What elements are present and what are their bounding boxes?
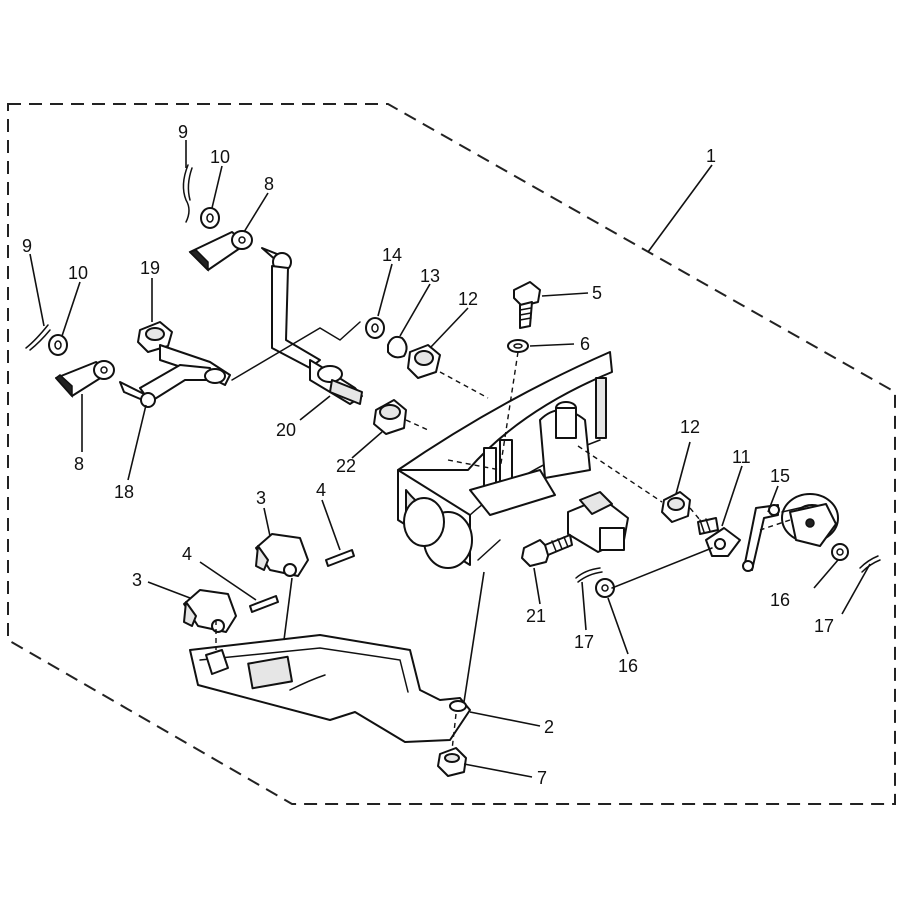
callout-9a: 9 (178, 122, 188, 142)
callout-4b: 4 (182, 544, 192, 564)
washer-upper (200, 207, 220, 229)
callout-18: 18 (114, 482, 134, 502)
lever-arm-15 (742, 504, 780, 572)
pin-4-lower (249, 595, 279, 613)
callout-21: 21 (526, 606, 546, 626)
callout-4a: 4 (316, 480, 326, 500)
collar-22 (373, 399, 407, 435)
callout-11: 11 (732, 447, 751, 467)
callout-16a: 16 (770, 590, 790, 610)
callout-12b: 12 (680, 417, 700, 437)
callout-19: 19 (140, 258, 160, 278)
throttle-cam-assembly (781, 493, 839, 547)
callout-labels: 1 2 3 3 4 4 5 6 7 8 8 9 9 10 10 11 12 12… (22, 122, 834, 788)
bushing-19 (137, 321, 173, 353)
washer-16-right (831, 543, 849, 561)
callout-10b: 10 (68, 263, 88, 283)
rod-end-joint-left (54, 360, 115, 398)
cable-holder-upper (255, 533, 309, 577)
callout-8b: 8 (74, 454, 84, 474)
callout-15: 15 (770, 466, 790, 486)
callout-14: 14 (382, 245, 402, 265)
mounting-plate-2 (189, 634, 471, 743)
bolt-21 (521, 534, 573, 567)
callout-2: 2 (544, 717, 554, 737)
cotter-pin-17-right (859, 555, 881, 573)
crank-lever-20 (261, 247, 363, 405)
callout-6: 6 (580, 334, 590, 354)
nut-7 (437, 747, 467, 777)
cotter-pin-upper (182, 164, 193, 223)
washer-14 (365, 317, 385, 339)
callout-7: 7 (537, 768, 547, 788)
link-18-20 (231, 321, 361, 381)
callout-16b: 16 (618, 656, 638, 676)
washer-6 (507, 339, 529, 353)
pivot-lever-11 (697, 517, 741, 557)
housing-body (397, 351, 613, 569)
callout-20: 20 (276, 420, 296, 440)
leader-lines (29, 140, 871, 778)
bolt-5 (513, 281, 541, 329)
callout-1: 1 (706, 146, 716, 166)
callout-9b: 9 (22, 236, 32, 256)
cotter-pin-left (25, 324, 51, 351)
pin-4-upper (325, 549, 355, 567)
control-bracket (567, 491, 629, 553)
bushing-12-right (661, 491, 691, 523)
callout-17a: 17 (574, 632, 594, 652)
assembly-lines (215, 351, 791, 751)
cotter-pin-17-left (575, 567, 603, 583)
link-rod-16-11 (611, 547, 713, 589)
crank-lever-18 (119, 344, 231, 408)
callout-17b: 17 (814, 616, 834, 636)
cable-holder-lower (183, 589, 237, 633)
callout-3a: 3 (256, 488, 266, 508)
callout-13: 13 (420, 266, 440, 286)
callout-12a: 12 (458, 289, 478, 309)
washer-left (48, 334, 68, 356)
callout-22: 22 (336, 456, 356, 476)
bushing-12-upper (407, 344, 441, 379)
lock-washer-13 (387, 335, 408, 359)
callout-3b: 3 (132, 570, 142, 590)
callout-5: 5 (592, 283, 602, 303)
rod-end-joint-upper (188, 230, 253, 272)
assembly-boundary (7, 103, 896, 805)
callout-8a: 8 (264, 174, 274, 194)
callout-10a: 10 (210, 147, 230, 167)
